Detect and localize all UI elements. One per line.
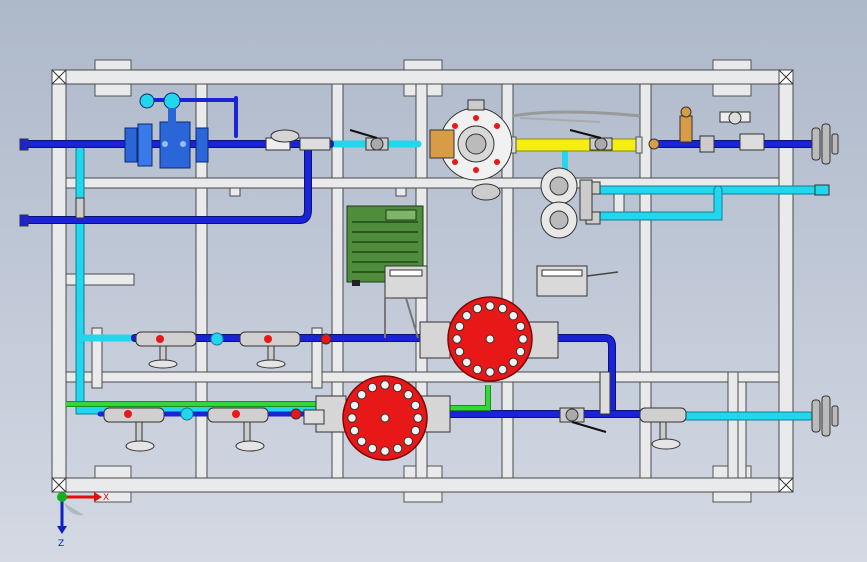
z-axis-label: Z: [58, 539, 64, 549]
support-feet: [94, 59, 752, 503]
flange-bolt: [380, 446, 390, 456]
flange-bolt: [454, 321, 465, 332]
flange-bolt: [349, 400, 360, 411]
beam-upper: [65, 177, 780, 189]
panel-display: [385, 209, 417, 221]
flange-bolt: [367, 443, 378, 454]
bottom-rail: [51, 477, 794, 493]
pressure-regulator: [429, 99, 513, 201]
beam-lower: [65, 371, 780, 383]
top-rail: [51, 69, 794, 85]
flange-bolt: [454, 346, 465, 357]
flange-bolt: [515, 321, 526, 332]
x-axis-label: X: [103, 493, 109, 503]
flange-bolt: [403, 436, 413, 446]
flange-bolt: [485, 367, 495, 377]
origin-marker: [57, 492, 67, 502]
flange-bolt: [403, 390, 413, 400]
flange-bolt: [518, 334, 528, 344]
filter-2: [239, 331, 301, 369]
main-valve-flange-lower: [315, 375, 451, 461]
flange-bolt: [485, 301, 495, 311]
filter-3: [103, 407, 165, 452]
pressure-transmitters: [384, 265, 619, 339]
outlet-flange-top: [811, 123, 839, 165]
flange-bolt: [497, 364, 508, 375]
coordinate-triad: X Z: [57, 492, 109, 549]
flange-bolt: [472, 303, 483, 314]
flange-bolt: [347, 413, 357, 423]
main-valve-flange-upper: [419, 296, 559, 382]
right-rail: [778, 69, 794, 493]
flange-bolt: [392, 382, 403, 393]
filter-1: [135, 331, 197, 369]
stub-beam-left: [65, 273, 135, 286]
flange-bolt: [497, 303, 508, 314]
inline-filters: [75, 179, 687, 452]
ball-valves: [265, 129, 613, 433]
flange-bolt: [357, 436, 367, 446]
flange-bolt: [413, 413, 423, 423]
flange-bolt: [357, 390, 367, 400]
left-rail: [51, 69, 67, 493]
flange-bolt: [515, 346, 526, 357]
ball-valve-3: [559, 407, 607, 433]
cross-member-5: [639, 83, 652, 479]
flange-bolt: [462, 311, 472, 321]
cross-member-2: [331, 83, 344, 479]
cross-member-1: [195, 83, 208, 479]
flange-bolt: [380, 380, 390, 390]
inlet-outlet-flanges: [19, 123, 839, 437]
flange-bolt: [508, 357, 518, 367]
flange-bolt: [508, 311, 518, 321]
green-piping: [66, 385, 491, 411]
flange-bolt: [472, 364, 483, 375]
filter-4: [207, 407, 269, 452]
ball-valve-2: [569, 129, 613, 151]
outlet-flange-bottom: [811, 395, 839, 437]
ball-valve-1: [349, 129, 389, 151]
coupling-assembly: [124, 92, 209, 169]
flange-bolt: [367, 382, 378, 393]
cross-member-4: [501, 83, 514, 479]
flange-bolt: [410, 400, 421, 411]
base-frame: [51, 69, 794, 493]
flange-bolt: [392, 443, 403, 454]
flange-bolt: [410, 425, 421, 436]
flange-bolt: [452, 334, 462, 344]
upper-right-devices: [540, 106, 765, 239]
flange-bolt: [349, 425, 360, 436]
flange-bolt: [462, 357, 472, 367]
filter-5: [639, 407, 687, 450]
